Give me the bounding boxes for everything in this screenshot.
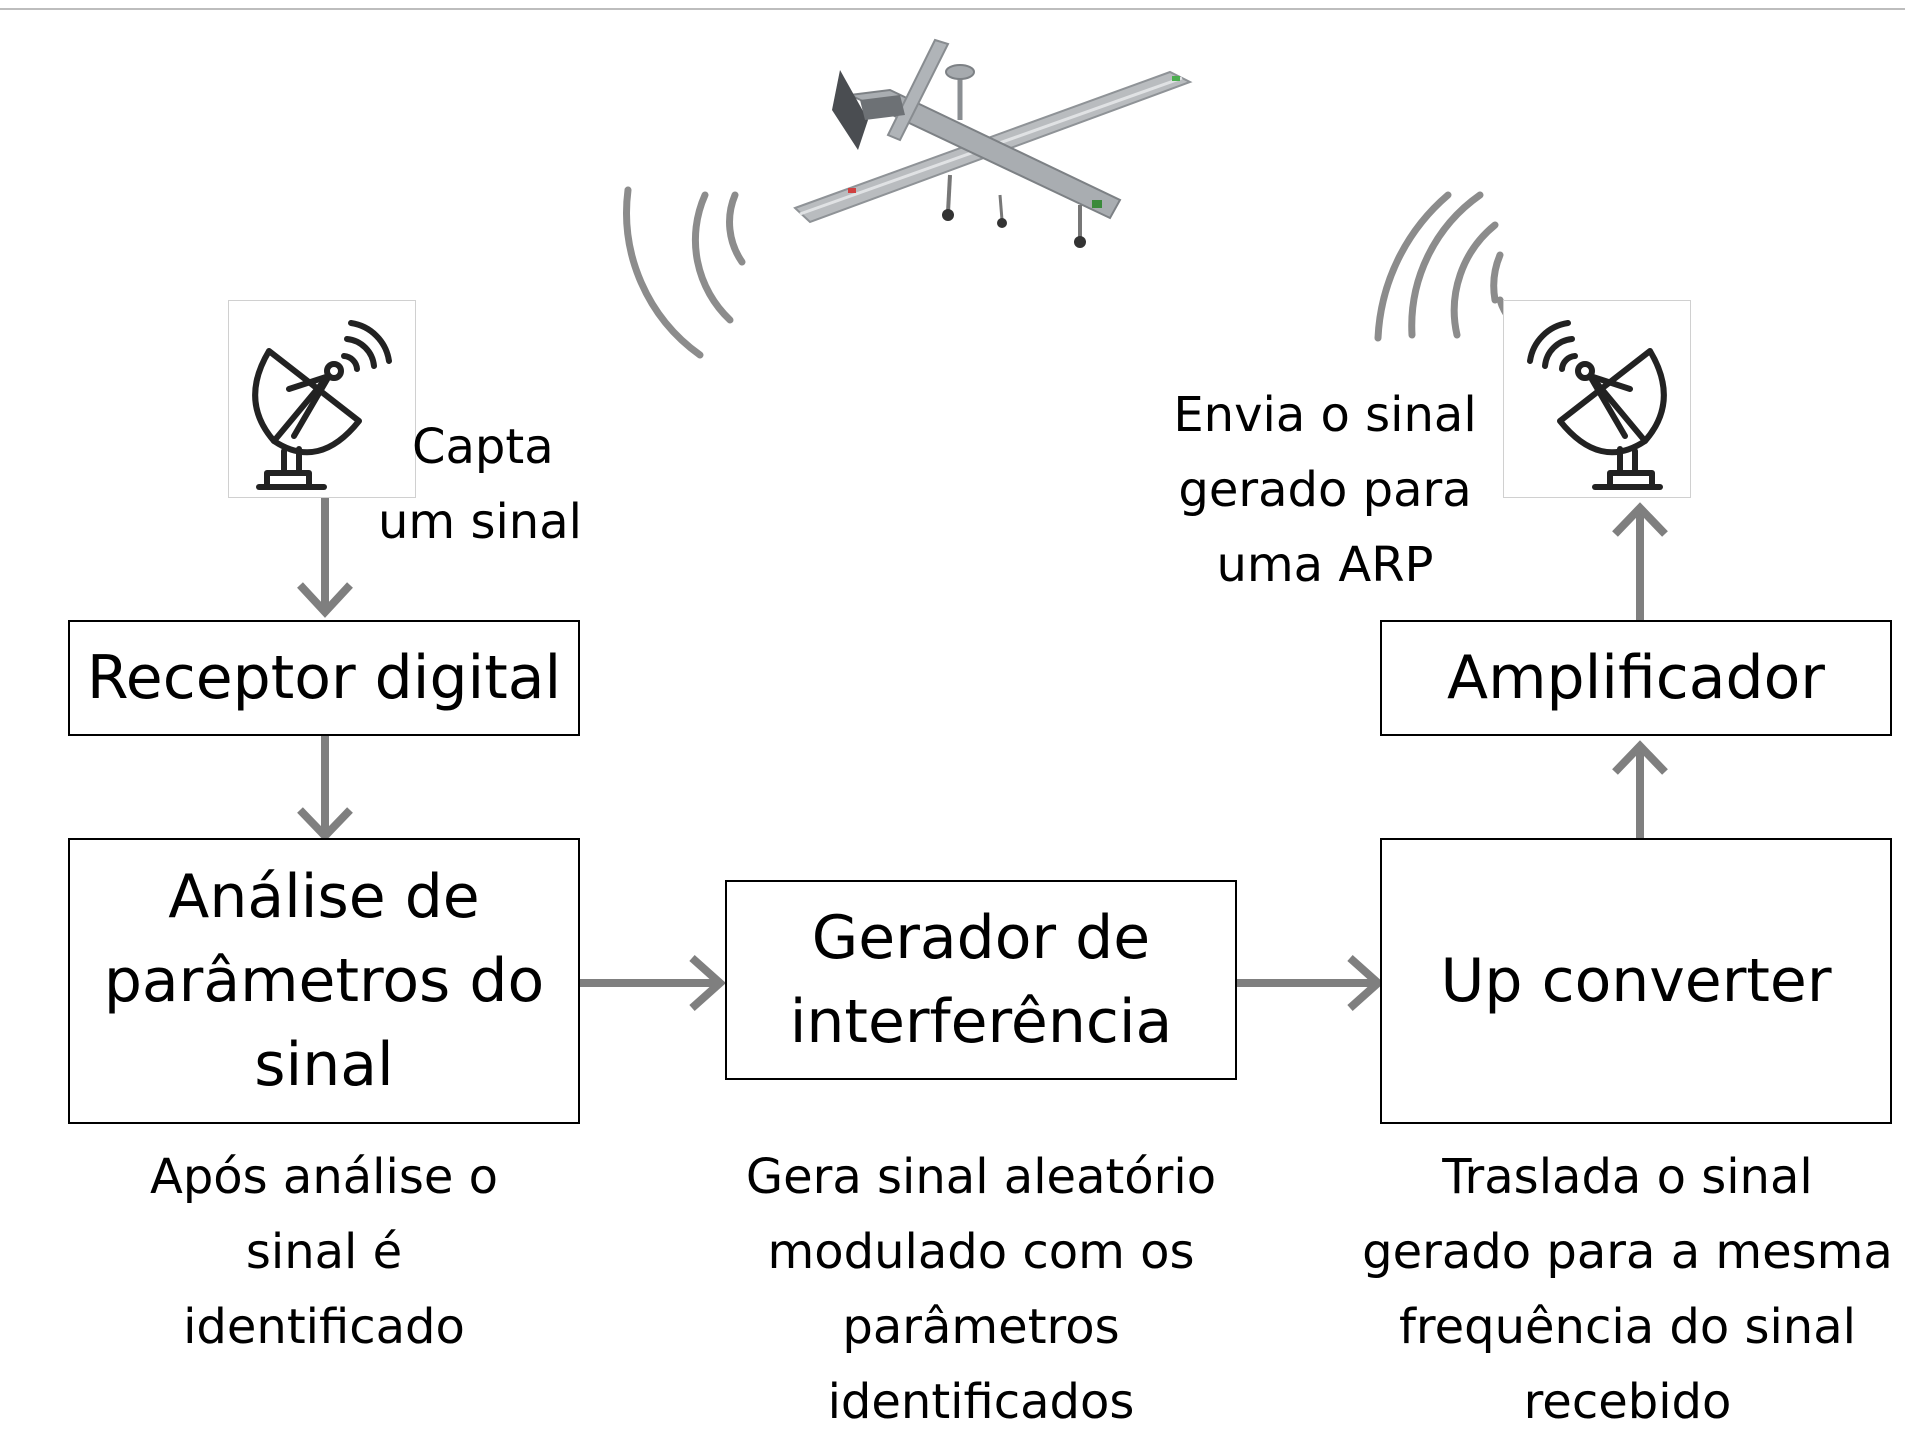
- caption-line: Envia o sinal: [1173, 387, 1477, 443]
- caption-line: identificado: [183, 1299, 465, 1355]
- arrow-analise-to-gerador: [580, 955, 727, 1011]
- receiver-antenna: [228, 300, 416, 498]
- caption-line: frequência do sinal: [1399, 1299, 1856, 1355]
- satellite-dish-icon: [252, 320, 392, 490]
- block-analise-parametros: Análise de parâmetros do sinal: [68, 838, 580, 1124]
- caption-line: Gera sinal aleatório: [745, 1149, 1217, 1205]
- caption-line: identificados: [827, 1374, 1135, 1430]
- block-label-line: Análise de: [168, 862, 480, 932]
- upconverter-caption: Traslada o sinal gerado para a mesma fre…: [1350, 1140, 1905, 1440]
- caption-line: modulado com os: [767, 1224, 1195, 1280]
- caption-line: Capta: [412, 419, 554, 475]
- block-up-converter: Up converter: [1380, 838, 1892, 1124]
- block-label-line: sinal: [254, 1030, 394, 1100]
- caption-line: parâmetros: [842, 1299, 1120, 1355]
- block-label-line: interferência: [789, 987, 1173, 1057]
- caption-line: sinal é: [245, 1224, 403, 1280]
- transmitter-antenna: [1503, 300, 1691, 498]
- arrow-amplificador-to-antenna: [1612, 502, 1668, 620]
- caption-line: Após análise o: [149, 1149, 499, 1205]
- receiver-antenna-caption: Capta um sinal: [378, 410, 582, 560]
- block-label-line: Gerador de: [811, 903, 1151, 973]
- drone-icon: [793, 38, 1193, 248]
- caption-line: gerado para: [1178, 462, 1472, 518]
- caption-line: recebido: [1523, 1374, 1732, 1430]
- arrow-upconverter-to-amplificador: [1612, 740, 1668, 838]
- arrow-gerador-to-upconverter: [1236, 955, 1385, 1011]
- block-label-line: parâmetros do: [103, 946, 545, 1016]
- block-gerador-interferencia: Gerador de interferência: [725, 880, 1237, 1080]
- block-label: Up converter: [1440, 946, 1832, 1016]
- satellite-dish-icon: [1527, 320, 1667, 490]
- gerador-caption: Gera sinal aleatório modulado com os par…: [700, 1140, 1262, 1440]
- block-label: Amplificador: [1447, 643, 1825, 713]
- caption-line: uma ARP: [1216, 537, 1434, 593]
- transmitter-radio-waves: [1374, 191, 1532, 342]
- caption-line: Traslada o sinal: [1442, 1149, 1813, 1205]
- analise-caption: Após análise o sinal é identificado: [68, 1140, 580, 1365]
- block-amplificador: Amplificador: [1380, 620, 1892, 736]
- arrow-antenna-to-receptor: [297, 498, 353, 618]
- top-border-line: [0, 8, 1905, 10]
- arrow-receptor-to-analise: [297, 736, 353, 842]
- block-receptor-digital: Receptor digital: [68, 620, 580, 736]
- drone-radio-waves: [623, 186, 746, 359]
- transmitter-antenna-caption: Envia o sinal gerado para uma ARP: [1160, 378, 1490, 603]
- connector-arrows: [297, 498, 1668, 1011]
- caption-line: um sinal: [378, 494, 582, 550]
- caption-line: gerado para a mesma: [1362, 1224, 1893, 1280]
- block-label: Receptor digital: [86, 643, 562, 713]
